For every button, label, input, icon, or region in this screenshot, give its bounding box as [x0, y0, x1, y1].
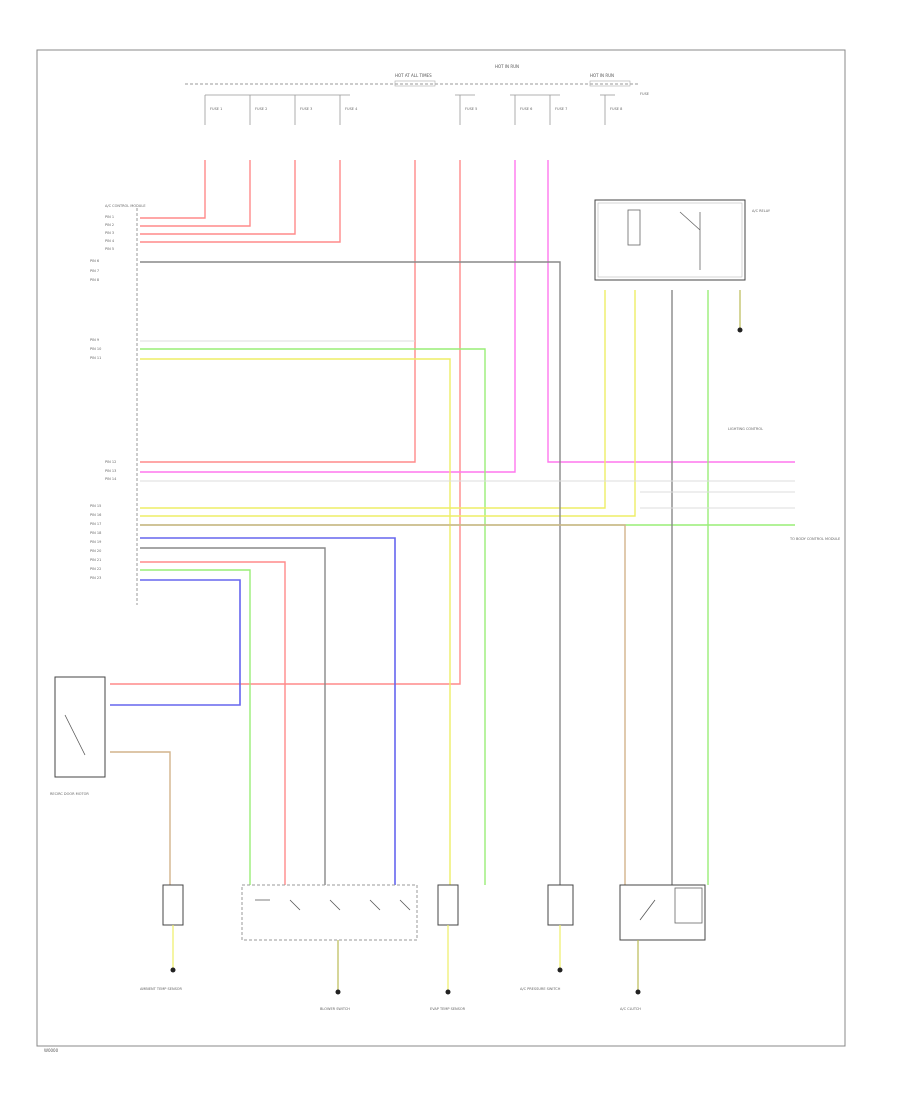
ac-pressure-switch: A/C PRESSURE SWITCH: [520, 884, 574, 991]
right-side-label: LIGHTING CONTROL: [728, 427, 763, 431]
top-label-2: HOT IN RUN: [495, 64, 519, 69]
ac-relay: A/C RELAY: [594, 199, 771, 333]
power-bus: HOT AT ALL TIMES HOT IN RUN HOT IN RUN F…: [185, 64, 649, 96]
svg-text:A/C PRESSURE SWITCH: A/C PRESSURE SWITCH: [520, 987, 561, 991]
svg-text:FUSE 7: FUSE 7: [555, 107, 567, 111]
svg-text:PIN 20: PIN 20: [90, 549, 101, 553]
svg-text:FUSE 3: FUSE 3: [300, 107, 312, 111]
svg-text:AMBIENT TEMP SENSOR: AMBIENT TEMP SENSOR: [140, 987, 183, 991]
svg-text:PIN 16: PIN 16: [90, 513, 101, 517]
svg-text:FUSE 2: FUSE 2: [255, 107, 267, 111]
wires-green: [140, 290, 795, 885]
wires-light: [140, 340, 795, 509]
svg-text:PIN 23: PIN 23: [90, 576, 101, 580]
wires-yellow: [140, 290, 636, 885]
svg-text:PIN 12: PIN 12: [105, 460, 116, 464]
wires-blue: [110, 537, 396, 885]
svg-text:PIN 21: PIN 21: [90, 558, 101, 562]
top-label-1: HOT AT ALL TIMES: [395, 73, 432, 78]
ac-clutch: A/C CLUTCH: [619, 884, 706, 1011]
wires-tan: [110, 524, 626, 885]
wires-pink: [140, 160, 795, 473]
svg-text:PIN 7: PIN 7: [90, 269, 99, 273]
svg-text:PIN 13: PIN 13: [105, 469, 116, 473]
svg-text:PIN 4: PIN 4: [105, 239, 115, 243]
recirc-door-motor: RECIRC DOOR MOTOR: [50, 676, 106, 796]
right-connector-label: TO BODY CONTROL MODULE: [789, 537, 840, 541]
svg-text:PIN 17: PIN 17: [90, 522, 101, 526]
svg-text:PIN 22: PIN 22: [90, 567, 101, 571]
svg-text:PIN 2: PIN 2: [105, 223, 114, 227]
ambient-temp-sensor: AMBIENT TEMP SENSOR: [140, 884, 184, 991]
fuses: [204, 94, 615, 125]
wires-grey: [140, 261, 673, 885]
svg-text:FUSE 6: FUSE 6: [520, 107, 532, 111]
svg-text:FUSE 5: FUSE 5: [465, 107, 477, 111]
module-title: A/C CONTROL MODULE: [105, 204, 146, 208]
relay-label: A/C RELAY: [752, 209, 771, 213]
svg-text:PIN 8: PIN 8: [90, 278, 99, 282]
svg-text:PIN 6: PIN 6: [90, 259, 99, 263]
svg-text:PIN 9: PIN 9: [90, 338, 99, 342]
svg-text:PIN 11: PIN 11: [90, 356, 101, 360]
svg-text:FUSE 4: FUSE 4: [345, 107, 358, 111]
svg-text:A/C CLUTCH: A/C CLUTCH: [620, 1007, 641, 1011]
diagram-frame: [36, 49, 846, 1047]
svg-text:EVAP TEMP SENSOR: EVAP TEMP SENSOR: [430, 1007, 466, 1011]
svg-text:FUSE 8: FUSE 8: [610, 107, 622, 111]
top-label-3: HOT IN RUN: [590, 73, 614, 78]
svg-text:PIN 14: PIN 14: [105, 477, 117, 481]
blower-switch: BLOWER SWITCH: [241, 884, 418, 1011]
svg-text:PIN 10: PIN 10: [90, 347, 101, 351]
svg-text:BLOWER SWITCH: BLOWER SWITCH: [320, 1007, 350, 1011]
svg-text:PIN 19: PIN 19: [90, 540, 101, 544]
fuse-block-label: FUSE: [640, 92, 649, 96]
svg-text:PIN 15: PIN 15: [90, 504, 101, 508]
evap-temp-sensor: EVAP TEMP SENSOR: [430, 884, 466, 1011]
svg-text:FUSE 1: FUSE 1: [210, 107, 222, 111]
svg-text:PIN 5: PIN 5: [105, 247, 114, 251]
svg-text:PIN 3: PIN 3: [105, 231, 114, 235]
wires-red: [110, 160, 461, 885]
footer-code: W0000: [44, 1048, 59, 1053]
module-pin-labels: PIN 1 PIN 2 PIN 3 PIN 4 PIN 5 PIN 6 PIN …: [90, 215, 117, 580]
fuse-labels: FUSE 1 FUSE 2 FUSE 3 FUSE 4 FUSE 5 FUSE …: [210, 107, 622, 111]
svg-text:PIN 1: PIN 1: [105, 215, 114, 219]
svg-text:PIN 18: PIN 18: [90, 531, 101, 535]
left-switch-label: RECIRC DOOR MOTOR: [50, 792, 89, 796]
